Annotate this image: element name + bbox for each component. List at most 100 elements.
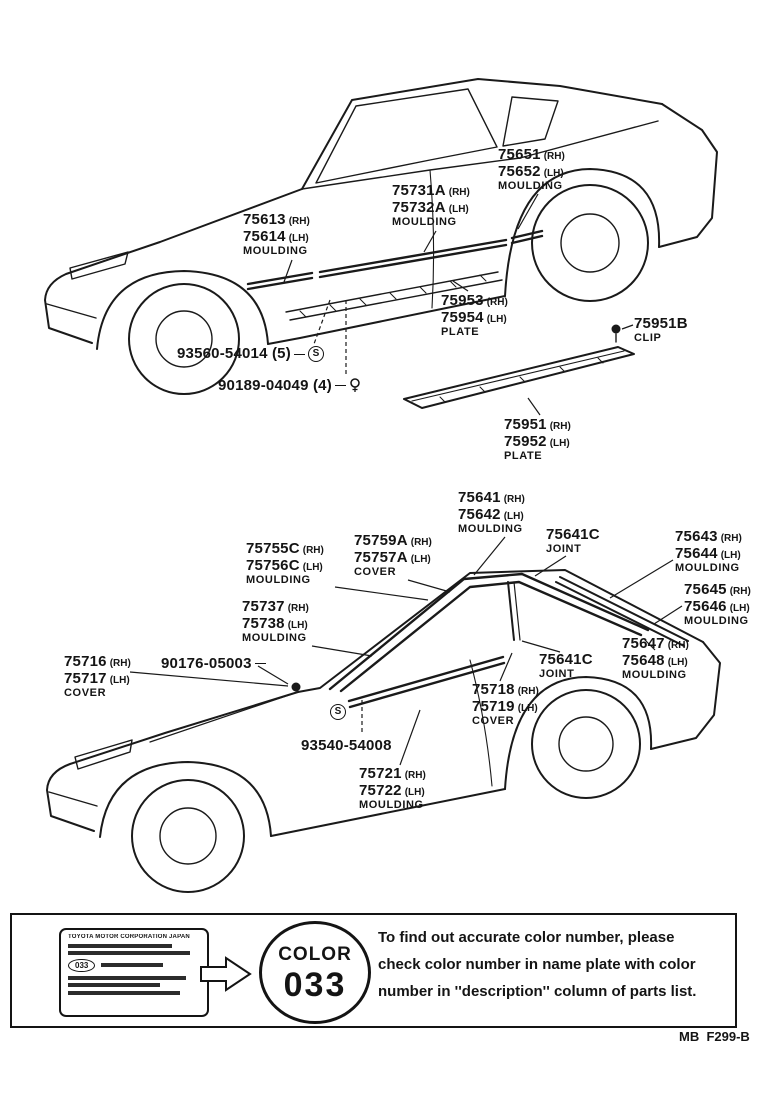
part-label-75651: 75651(RH) 75652(LH) MOULDING: [498, 147, 565, 192]
part-label-75718: 75718(RH) 75719(LH) COVER: [472, 682, 539, 727]
plate-color-row: 033: [68, 958, 200, 973]
color-info-box: TOYOTA MOTOR CORPORATION JAPAN 033 COLOR…: [10, 913, 737, 1028]
bottom-car-drawing: [46, 569, 721, 893]
side-indicator: (LH): [486, 314, 507, 325]
side-indicator: (RH): [517, 686, 539, 697]
side-indicator: (RH): [410, 537, 432, 548]
side-indicator: (LH): [549, 438, 570, 449]
part-number-row: 90189-04049 (4): [218, 378, 361, 393]
side-indicator: (LH): [448, 204, 469, 215]
leader-dash: [254, 663, 266, 664]
part-number-row: 75951B: [634, 316, 688, 331]
part-number: 75951B: [634, 315, 688, 332]
part-label-75759A: 75759A(RH) 75757A(LH) COVER: [354, 533, 432, 578]
part-number-row: 75648(LH): [622, 653, 689, 668]
part-number-row: 75643(RH): [675, 529, 742, 544]
part-label-75641C-upper: 75641C JOINT: [546, 527, 600, 555]
part-number-row: 75718(RH): [472, 682, 539, 697]
part-number: 75641: [458, 489, 501, 506]
part-number-row: 75737(RH): [242, 599, 309, 614]
part-number-row: 75953(RH): [441, 293, 508, 308]
part-number: 75647: [622, 635, 665, 652]
part-number-row: 75651(RH): [498, 147, 565, 162]
part-number: 75737: [242, 598, 285, 615]
side-indicator: (LH): [503, 511, 524, 522]
side-indicator: (RH): [486, 297, 508, 308]
leader-dash: [293, 353, 305, 355]
part-caption: COVER: [472, 715, 515, 727]
side-indicator: (LH): [517, 703, 538, 714]
part-number: 75717: [64, 670, 107, 687]
part-number: 75614: [243, 228, 286, 245]
part-number-row: 75717(LH): [64, 671, 131, 686]
part-number-row: 75644(LH): [675, 546, 742, 561]
part-label-75731A: 75731A(RH) 75732A(LH) MOULDING: [392, 183, 470, 228]
part-number-row: 75755C(RH): [246, 541, 324, 556]
part-number-row: 75641(RH): [458, 490, 525, 505]
part-number: 75643: [675, 528, 718, 545]
sill-plate-drawing: [403, 324, 635, 409]
side-indicator: (LH): [720, 550, 741, 561]
part-caption: MOULDING: [392, 216, 457, 228]
part-label-75755C: 75755C(RH) 75756C(LH) MOULDING: [246, 541, 324, 586]
part-number: 75951: [504, 416, 547, 433]
part-caption: MOULDING: [498, 180, 563, 192]
part-number-row: 75645(RH): [684, 582, 751, 597]
part-number-row: 75951(RH): [504, 417, 571, 432]
side-indicator: (LH): [543, 168, 564, 179]
fastener-label-90176: 90176-05003: [161, 656, 266, 671]
part-number: 75641C: [539, 651, 593, 668]
part-number-row: 75738(LH): [242, 616, 309, 631]
part-number: 75738: [242, 615, 285, 632]
plate-text-bar: [68, 951, 190, 955]
part-number-row: 75952(LH): [504, 434, 571, 449]
leader-dash: [334, 385, 346, 386]
side-indicator: (RH): [288, 216, 310, 227]
part-number-row: 75759A(RH): [354, 533, 432, 548]
plate-text-bar: [101, 963, 164, 968]
side-indicator: (LH): [109, 675, 130, 686]
instruction-line-3: number in ''description'' column of part…: [378, 983, 697, 1000]
part-caption: JOINT: [539, 668, 575, 680]
instruction-line-2: check color number in name plate with co…: [378, 956, 696, 973]
side-indicator: (RH): [109, 658, 131, 669]
part-number-row: 75756C(LH): [246, 558, 324, 573]
part-number: 75651: [498, 146, 541, 163]
color-word: COLOR: [278, 943, 352, 965]
part-caption: MOULDING: [246, 574, 311, 586]
plate-text-bar: [68, 975, 186, 980]
part-number-row: 93560-54014 (5) S: [177, 346, 324, 362]
part-number: 75719: [472, 698, 515, 715]
part-number: 75642: [458, 506, 501, 523]
fastener-number: 93540-54008: [301, 737, 392, 754]
screw-symbol: S: [330, 704, 346, 720]
color-code-badge: COLOR 033: [259, 921, 371, 1024]
side-indicator: (LH): [287, 620, 308, 631]
side-indicator: (RH): [667, 640, 689, 651]
part-number-row: 75721(RH): [359, 766, 426, 781]
part-label-75645: 75645(RH) 75646(LH) MOULDING: [684, 582, 751, 627]
part-label-75951B: 75951B CLIP: [634, 316, 688, 344]
part-caption: CLIP: [634, 332, 662, 344]
part-number: 75646: [684, 598, 727, 615]
side-indicator: (RH): [503, 494, 525, 505]
document-code: MB F299-B: [679, 1029, 750, 1044]
part-number: 75644: [675, 545, 718, 562]
part-number: 75755C: [246, 540, 300, 557]
plate-text-bar: [68, 990, 180, 995]
part-number: 75731A: [392, 182, 446, 199]
screw-symbol: S: [307, 346, 324, 362]
side-indicator: (RH): [287, 603, 309, 614]
side-indicator: (LH): [667, 657, 688, 668]
part-label-75951: 75951(RH) 75952(LH) PLATE: [504, 417, 571, 462]
leader-lines-bottom: [129, 536, 683, 766]
plate-color-code: 033: [68, 958, 96, 973]
part-number-row: 75722(LH): [359, 783, 426, 798]
part-caption: MOULDING: [684, 615, 749, 627]
part-number: 75648: [622, 652, 665, 669]
part-number: 75952: [504, 433, 547, 450]
part-number: 75721: [359, 765, 402, 782]
part-number: 75732A: [392, 199, 446, 216]
part-number-row: 75719(LH): [472, 699, 539, 714]
